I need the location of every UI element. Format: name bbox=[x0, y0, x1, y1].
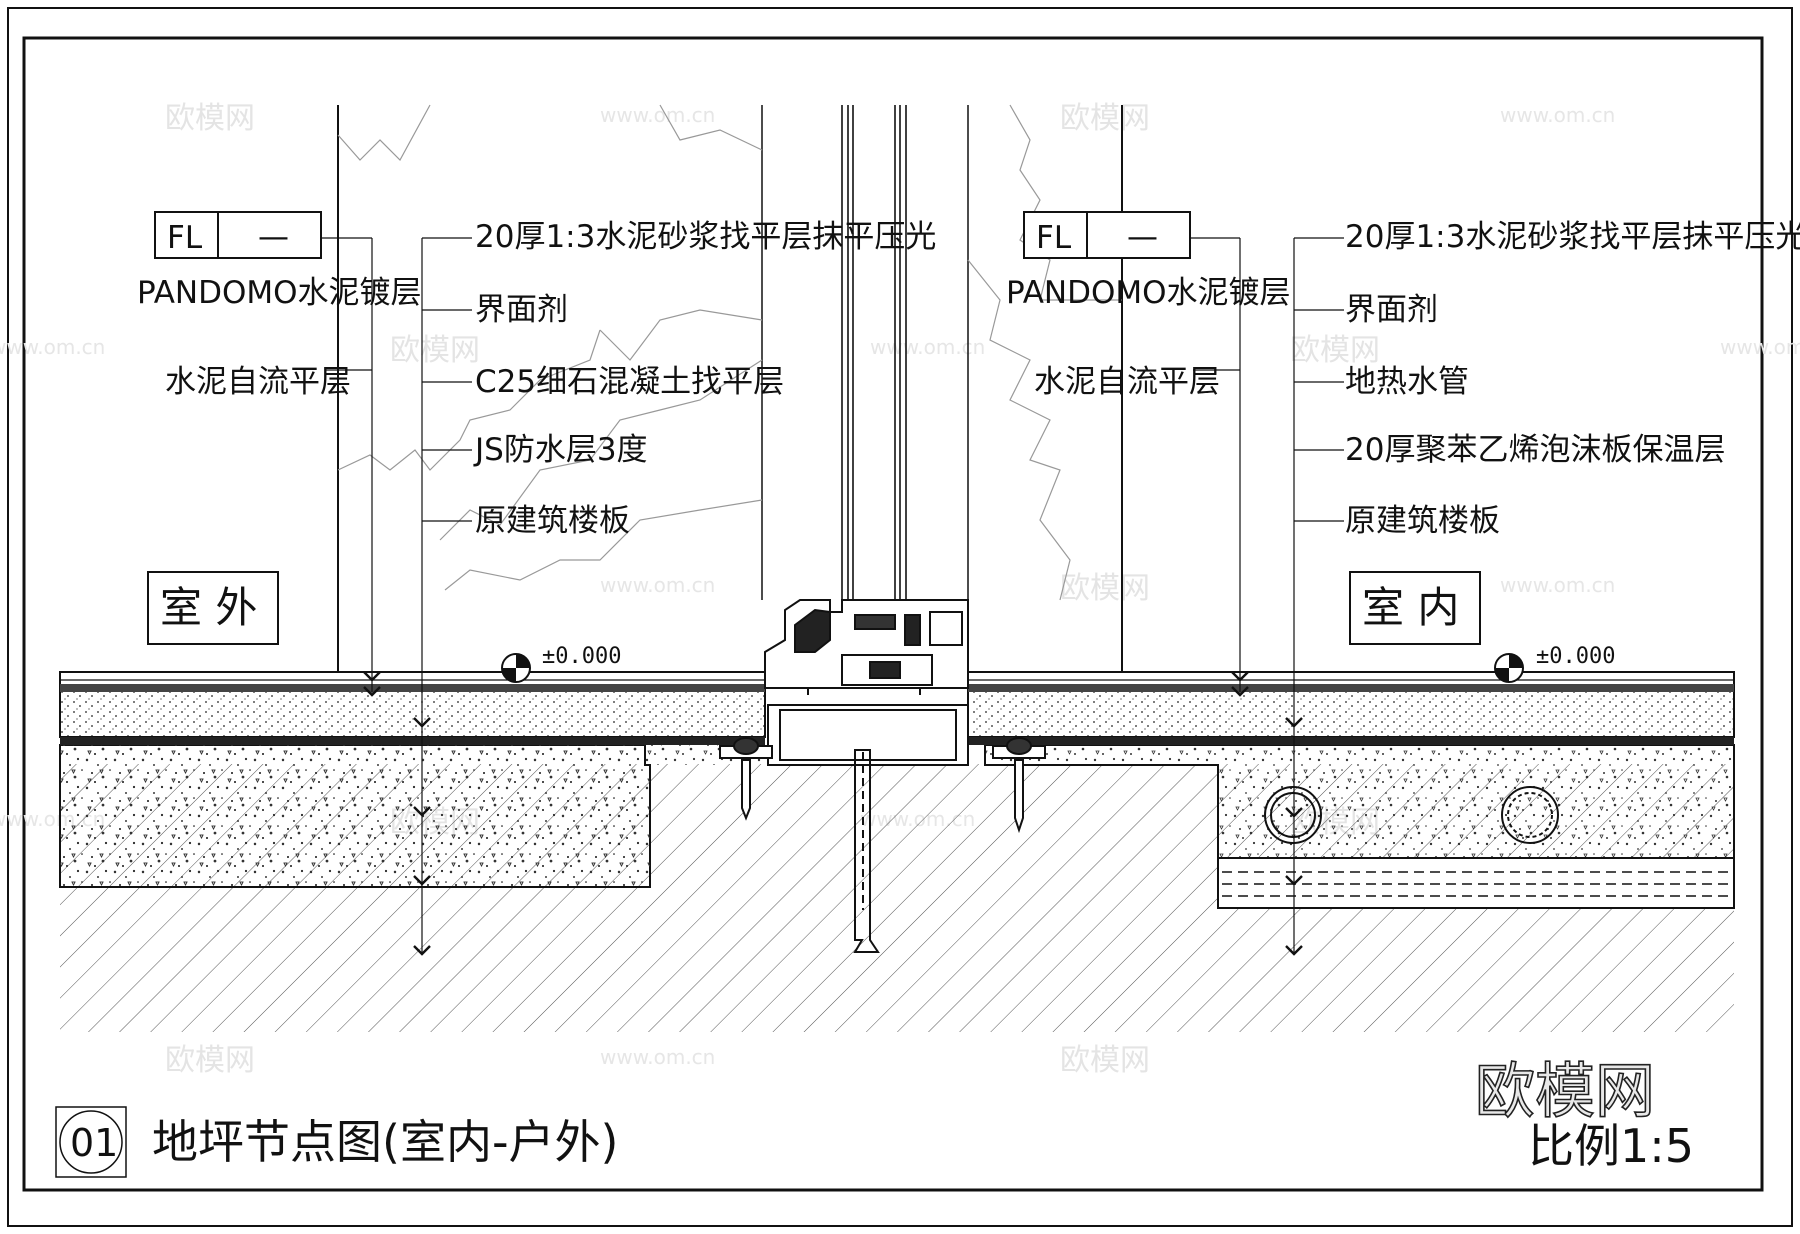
insulation-dashes bbox=[1222, 871, 1730, 897]
svg-text:www.om.cn: www.om.cn bbox=[1500, 103, 1615, 127]
left-floor-tag: FL — bbox=[154, 211, 322, 259]
fixing-anchors bbox=[719, 737, 1046, 953]
left-layer-label-1: 20厚1:3水泥砂浆找平层抹平压光 bbox=[475, 219, 936, 255]
left-layer-label-5: 原建筑楼板 bbox=[475, 503, 630, 539]
outer-frame bbox=[7, 7, 1793, 1227]
drawing-number: 01 bbox=[55, 1106, 127, 1178]
outdoor-zone-box: 室 外 bbox=[147, 571, 279, 645]
leader-lines-left bbox=[322, 237, 472, 955]
screed-layer-left bbox=[59, 689, 766, 738]
svg-text:室 外: 室 外 bbox=[160, 583, 257, 632]
waterproof-right bbox=[968, 737, 1734, 745]
left-layer-label-2: 界面剂 bbox=[475, 292, 568, 328]
svg-text:±0.000: ±0.000 bbox=[1536, 644, 1615, 669]
right-surface-label-2: 水泥自流平层 bbox=[1034, 364, 1220, 400]
right-floor-tag: FL — bbox=[1023, 211, 1191, 259]
window-frame-profile bbox=[764, 599, 969, 766]
svg-text:欧模网: 欧模网 bbox=[165, 1043, 255, 1078]
left-layer-label-3: C25细石混凝土找平层 bbox=[475, 364, 784, 400]
insulation-layer bbox=[1217, 857, 1735, 909]
svg-text:室 内: 室 内 bbox=[1362, 583, 1459, 632]
waterproof-left bbox=[60, 737, 765, 745]
self-level-band-right bbox=[968, 684, 1734, 692]
svg-text:欧模网: 欧模网 bbox=[1060, 101, 1150, 136]
glass-mullion bbox=[841, 105, 907, 600]
right-level-marker: ±0.000 bbox=[1494, 644, 1615, 683]
floor-heating-pipe bbox=[1264, 786, 1559, 844]
leader-arrowheads bbox=[363, 671, 1303, 956]
left-layer-label-4: JS防水层3度 bbox=[473, 432, 648, 468]
svg-text:欧模网: 欧模网 bbox=[1290, 333, 1380, 368]
left-level-marker: ±0.000 bbox=[501, 644, 621, 683]
svg-text:www.om.cn: www.om.cn bbox=[0, 335, 105, 359]
left-surface-label-2: 水泥自流平层 bbox=[165, 364, 351, 400]
svg-text:欧模网: 欧模网 bbox=[1060, 571, 1150, 606]
svg-text:www.om.cn: www.om.cn bbox=[600, 573, 715, 597]
svg-text:FL: FL bbox=[1036, 220, 1072, 256]
wall-lines bbox=[337, 105, 1123, 673]
right-layer-label-1: 20厚1:3水泥砂浆找平层抹平压光 bbox=[1345, 219, 1800, 255]
svg-text:FL: FL bbox=[167, 220, 203, 256]
right-layer-label-4: 20厚聚苯乙烯泡沫板保温层 bbox=[1345, 432, 1725, 468]
svg-text:—: — bbox=[1127, 219, 1158, 255]
svg-text:www.om.cn: www.om.cn bbox=[870, 335, 985, 359]
right-surface-label-1: PANDOMO水泥镀层 bbox=[1006, 275, 1291, 311]
drawing-title: 地坪节点图(室内-户外) bbox=[152, 1115, 619, 1169]
right-layer-label-5: 原建筑楼板 bbox=[1345, 503, 1500, 539]
leader-lines-right bbox=[1190, 237, 1344, 955]
svg-text:欧模网: 欧模网 bbox=[1060, 1043, 1150, 1078]
svg-text:±0.000: ±0.000 bbox=[542, 644, 621, 669]
svg-text:www.om.cn: www.om.cn bbox=[600, 1045, 715, 1069]
svg-text:01: 01 bbox=[70, 1121, 118, 1165]
brand-logo-text: 欧模网 bbox=[1475, 1057, 1655, 1127]
left-surface-label-1: PANDOMO水泥镀层 bbox=[137, 275, 422, 311]
right-layer-label-3: 地热水管 bbox=[1345, 364, 1469, 400]
svg-text:欧模网: 欧模网 bbox=[390, 333, 480, 368]
self-level-band-left bbox=[60, 684, 765, 692]
svg-text:欧模网: 欧模网 bbox=[165, 101, 255, 136]
svg-text:www.om.cn: www.om.cn bbox=[1720, 335, 1800, 359]
indoor-zone-box: 室 内 bbox=[1349, 571, 1481, 645]
svg-text:www.om.cn: www.om.cn bbox=[600, 103, 715, 127]
right-layer-label-2: 界面剂 bbox=[1345, 292, 1438, 328]
drawing-scale: 比例1:5 bbox=[1528, 1119, 1694, 1173]
inner-frame bbox=[22, 36, 1764, 1192]
svg-text:—: — bbox=[258, 219, 289, 255]
left-concrete-step bbox=[60, 745, 768, 887]
screed-layer-right bbox=[967, 689, 1735, 738]
svg-text:www.om.cn: www.om.cn bbox=[1500, 573, 1615, 597]
